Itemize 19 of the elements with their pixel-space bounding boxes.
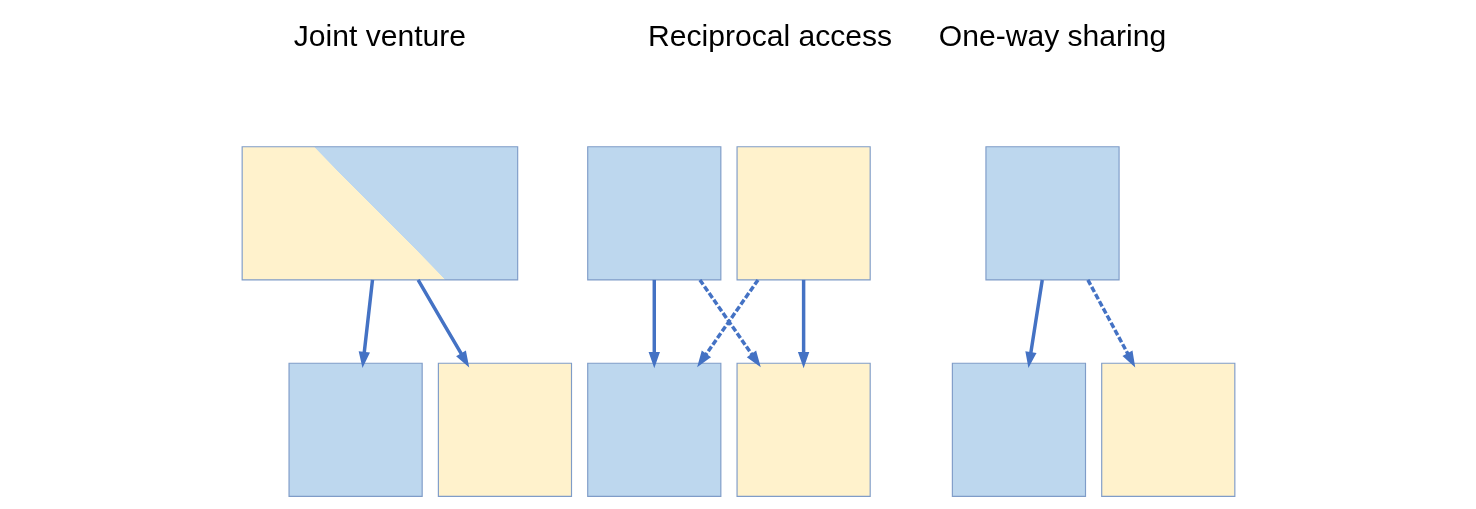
label: Reciprocal access (647, 18, 892, 52)
node-box (735, 362, 871, 497)
node-box (287, 362, 423, 497)
label: One-way sharing (938, 18, 1166, 52)
arrow (416, 278, 469, 367)
node-box (437, 362, 572, 497)
node-box (241, 145, 518, 280)
arrow (1085, 278, 1135, 367)
arrow (1024, 279, 1044, 368)
arrow (797, 279, 809, 368)
node-box (984, 145, 1120, 280)
label: Joint venture (293, 18, 466, 52)
arrow (648, 279, 660, 368)
node-box (951, 362, 1086, 497)
node-box (586, 362, 721, 497)
node-box (735, 145, 871, 280)
arrow (358, 279, 374, 368)
node-box (586, 145, 721, 280)
node-box (1100, 362, 1235, 497)
